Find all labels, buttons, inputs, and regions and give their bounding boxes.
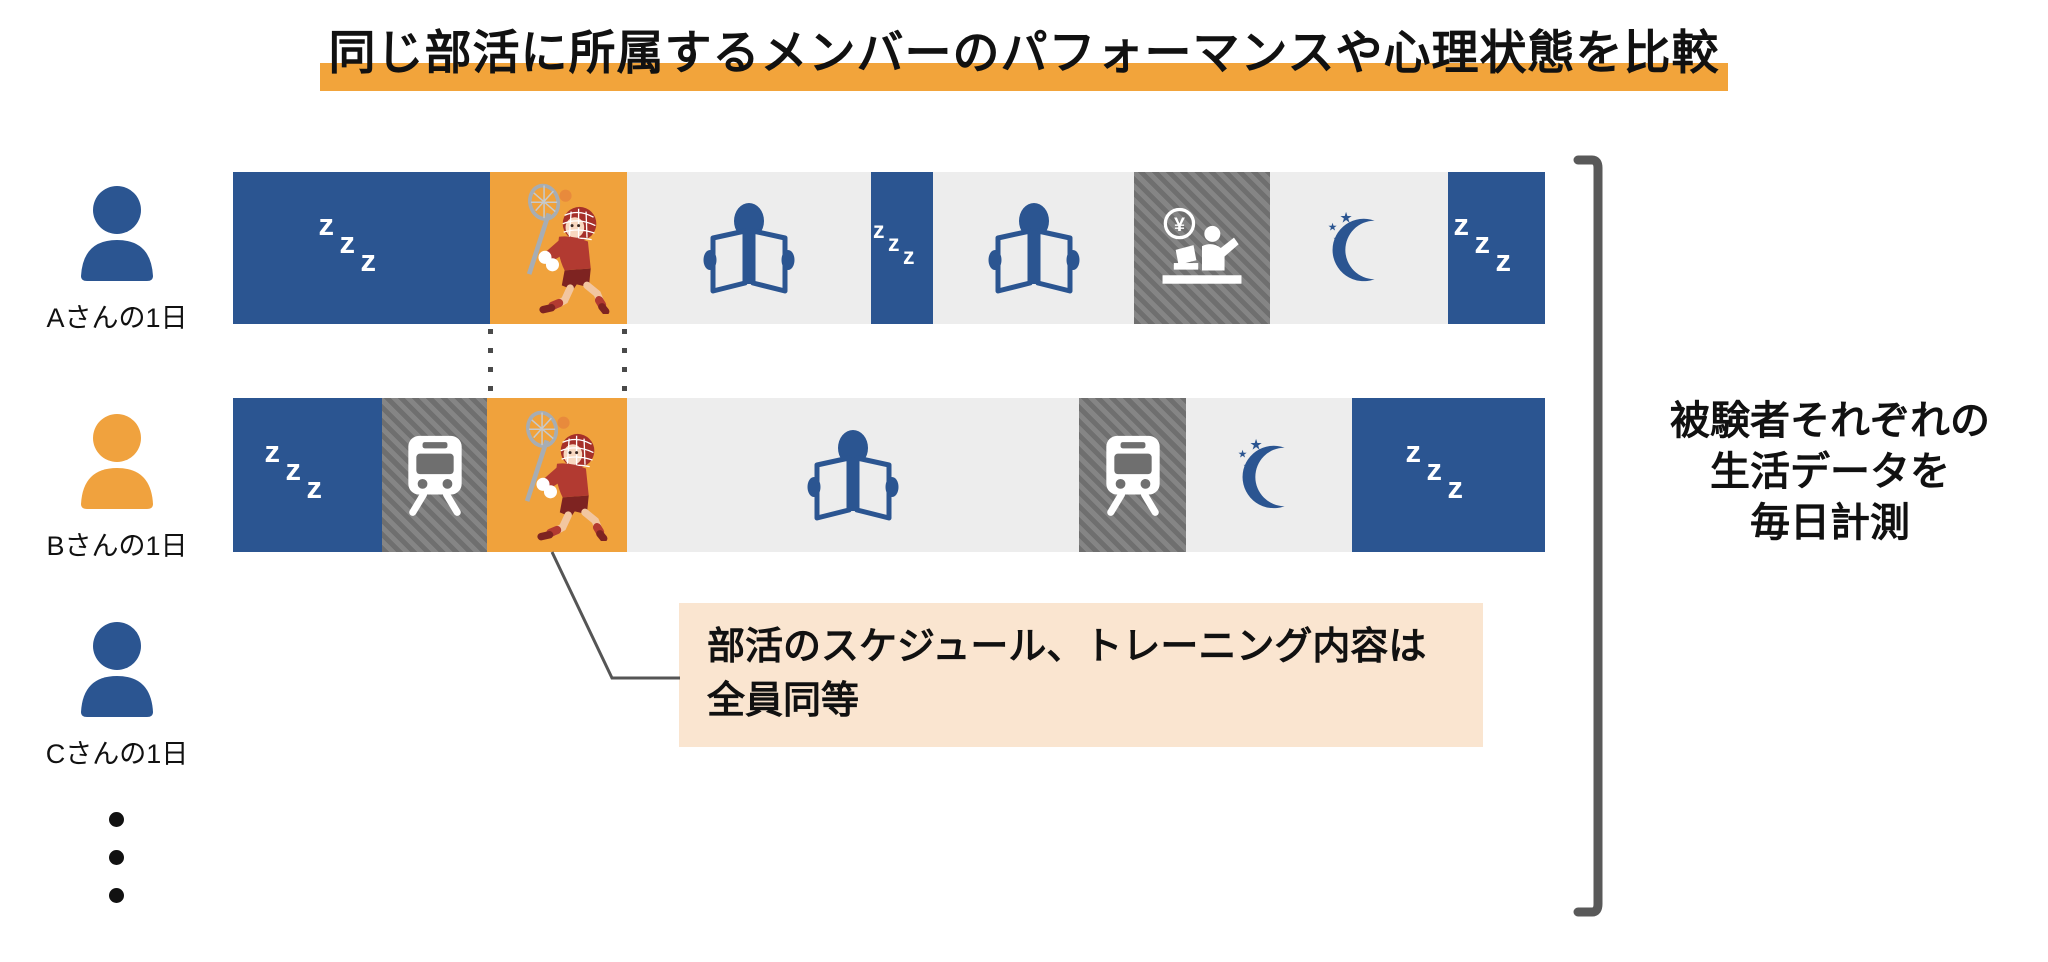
side-note-line-2: 生活データを	[1710, 450, 1950, 494]
side-note-line-3: 毎日計測	[1750, 501, 1910, 545]
svg-text:★: ★	[1243, 459, 1255, 474]
segment-commute-train	[1079, 398, 1186, 552]
train-commute-icon	[407, 435, 462, 516]
callout-line-2: 全員同等	[707, 680, 860, 722]
segment-parttime-job: ¥	[1134, 172, 1270, 324]
subject-b-avatar	[67, 410, 167, 514]
person-icon	[81, 622, 153, 717]
callout-box: 部活のスケジュール、トレーニング内容は 全員同等	[679, 603, 1483, 747]
subject-b-label: Bさんの1日	[46, 531, 188, 561]
moon-stars-night-icon: ★ ★ ★	[1238, 438, 1285, 509]
segment-study	[627, 172, 871, 324]
moon-stars-night-icon: ★ ★ ★	[1328, 211, 1375, 282]
slide-title-highlight: 同じ部活に所属するメンバーのパフォーマンスや心理状態を比較	[320, 26, 1728, 91]
svg-text:¥: ¥	[1174, 214, 1185, 236]
svg-text:★: ★	[1340, 211, 1353, 227]
callout-line-1: 部活のスケジュール、トレーニング内容は	[707, 626, 1427, 668]
side-note-line-1: 被験者それぞれの	[1670, 399, 1990, 443]
svg-text:★: ★	[1250, 438, 1263, 454]
reading-person-icon	[807, 430, 899, 521]
subject-c-label: Cさんの1日	[45, 739, 189, 769]
svg-text:★: ★	[1238, 448, 1248, 460]
segment-study	[933, 172, 1134, 324]
parttime-job-yen-icon: ¥	[1162, 207, 1242, 284]
segment-club-training	[487, 398, 627, 552]
segment-club-training	[490, 172, 627, 324]
lacrosse-player-icon	[526, 183, 609, 314]
more-subjects-ellipsis	[109, 812, 124, 903]
reading-person-icon	[703, 203, 795, 294]
slide-title: 同じ部活に所属するメンバーのパフォーマンスや心理状態を比較	[0, 14, 2048, 91]
svg-text:★: ★	[1333, 232, 1345, 247]
subject-a-avatar	[67, 182, 167, 286]
segment-commute-train	[382, 398, 487, 552]
side-note: 被験者それぞれの 生活データを 毎日計測	[1612, 396, 2048, 549]
segment-night: ★ ★ ★	[1270, 172, 1448, 324]
segment-night: ★ ★ ★	[1186, 398, 1352, 552]
subject-a-label: Aさんの1日	[46, 303, 188, 333]
reading-person-icon	[988, 203, 1079, 294]
svg-text:★: ★	[1328, 221, 1338, 233]
dotted-guide-right	[622, 329, 627, 393]
train-commute-icon	[1105, 435, 1160, 516]
segment-study	[627, 398, 1079, 552]
lacrosse-player-icon	[524, 410, 608, 541]
dotted-guide-left	[488, 329, 493, 393]
person-icon	[81, 186, 153, 281]
callout-connector-line	[550, 551, 680, 680]
subject-c-avatar	[67, 618, 167, 722]
person-icon	[81, 414, 153, 509]
right-bracket	[1573, 155, 1603, 917]
